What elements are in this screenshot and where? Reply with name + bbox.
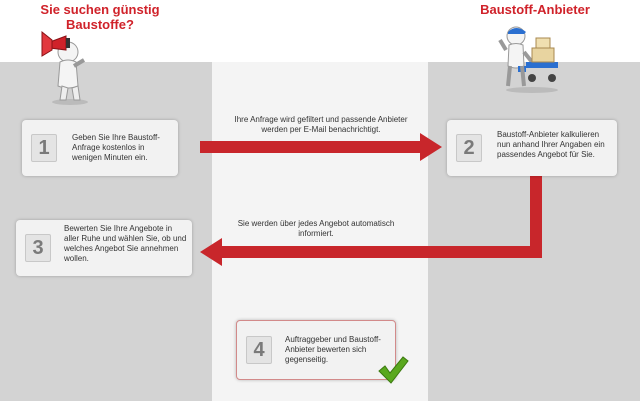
step-text: Auftraggeber und Baustoff-Anbieter bewer…: [285, 335, 381, 364]
step-4-card: 4 Auftraggeber und Baustoff-Anbieter bew…: [236, 320, 396, 380]
forward-arrow-note: Ihre Anfrage wird gefiltert und passende…: [234, 115, 408, 134]
delivery-cart-figure-icon: [498, 26, 558, 93]
step-text: Baustoff-Anbieter kalkulieren nun anhand…: [497, 130, 605, 159]
step-number: 2: [456, 134, 482, 162]
back-arrow: [200, 238, 542, 266]
megaphone-figure-icon: [41, 30, 88, 105]
step-text: Geben Sie Ihre Baustoff-Anfrage kostenlo…: [72, 133, 160, 162]
step-text: Bewerten Sie Ihre Angebote in aller Ruhe…: [64, 224, 187, 263]
down-arrow-connector: [530, 176, 542, 258]
supplier-heading: Baustoff-Anbieter: [480, 2, 590, 17]
step-number: 3: [25, 234, 51, 262]
step-1-card: 1 Geben Sie Ihre Baustoff-Anfrage kosten…: [22, 120, 178, 176]
step-number: 4: [246, 336, 272, 364]
forward-arrow: [200, 133, 442, 161]
step-2-card: 2 Baustoff-Anbieter kalkulieren nun anha…: [447, 120, 617, 176]
customer-heading: Sie suchen günstig Baustoffe?: [40, 2, 160, 32]
back-arrow-note: Sie werden über jedes Angebot automatisc…: [237, 219, 395, 238]
checkmark-icon: [378, 356, 409, 384]
step-number: 1: [31, 134, 57, 162]
step-3-card: 3 Bewerten Sie Ihre Angebote in aller Ru…: [16, 220, 192, 276]
